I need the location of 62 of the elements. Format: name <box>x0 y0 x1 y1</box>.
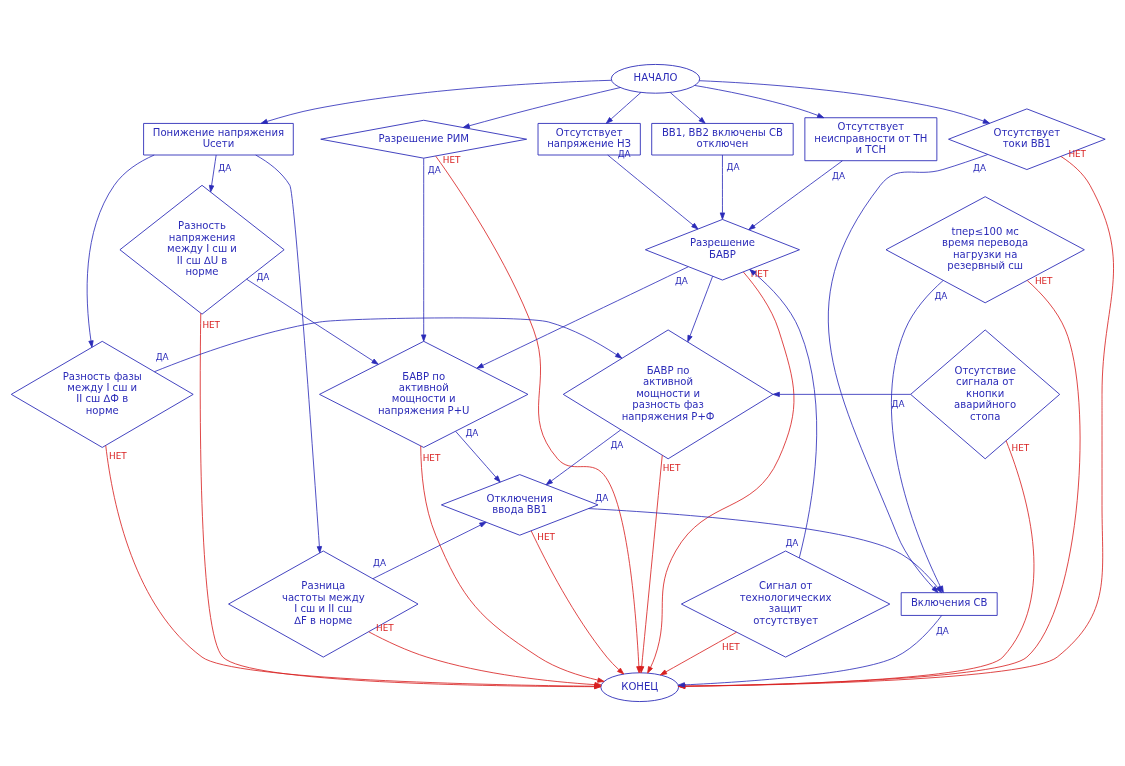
arrow <box>687 275 713 343</box>
edge-label: НЕТ <box>1011 443 1030 454</box>
arrow <box>639 454 663 674</box>
arrow <box>154 317 623 373</box>
edge-label: ДА <box>218 163 232 174</box>
arrow <box>678 280 1081 689</box>
edge-label: ДА <box>973 163 986 173</box>
edge-label: ДА <box>465 428 479 439</box>
arrow <box>545 429 622 486</box>
edge-label: НЕТ <box>1068 148 1087 159</box>
node-box: Понижение напряжения Uсети <box>143 123 294 156</box>
edge-label: ДА <box>427 165 441 176</box>
edge-label: ДА <box>785 537 799 548</box>
arrow <box>694 85 825 119</box>
node-box: ВВ1, ВВ2 включены СВ отключен <box>651 123 794 156</box>
edge-label: ДА <box>891 399 905 410</box>
edge-label: ДА <box>155 351 169 362</box>
arrow <box>462 87 621 129</box>
arrow <box>698 80 990 124</box>
edge-label: НЕТ <box>422 452 441 463</box>
arrow <box>530 530 625 675</box>
edge-label: НЕТ <box>750 269 769 280</box>
edge-label: ДА <box>832 171 846 182</box>
node-box: Отсутствует неисправности от ТН и ТСН <box>804 117 938 162</box>
arrow <box>659 631 738 676</box>
arrow <box>719 154 726 220</box>
arrow <box>246 278 379 365</box>
arrow <box>669 92 706 124</box>
node-box: Включения СВ <box>900 592 998 616</box>
edge-label: ДА <box>726 161 740 172</box>
arrow <box>647 271 795 674</box>
arrow <box>605 92 642 124</box>
arrow <box>260 79 612 124</box>
arrow <box>607 154 699 230</box>
arrow <box>678 156 1114 689</box>
edge-label: НЕТ <box>202 320 220 331</box>
arrow <box>678 440 1035 689</box>
edge-label: НЕТ <box>662 463 681 474</box>
edge-label: ДА <box>935 626 949 637</box>
edge-label: НЕТ <box>1034 275 1053 286</box>
edge-label: НЕТ <box>376 622 394 633</box>
arrow <box>748 160 843 231</box>
arrow <box>677 615 943 688</box>
edge-label: ДА <box>256 271 270 282</box>
edge-label: НЕТ <box>722 641 740 652</box>
arrow <box>86 154 155 348</box>
edge-label: ДА <box>934 291 948 302</box>
node-ellipse: КОНЕЦ <box>600 672 679 702</box>
arrow <box>420 445 605 683</box>
edge-label: ДА <box>372 557 386 568</box>
arrow <box>455 430 501 483</box>
node-ellipse: НАЧАЛО <box>610 64 701 94</box>
edge-label: ДА <box>610 440 624 451</box>
edge-label: НЕТ <box>109 450 127 461</box>
arrow <box>476 266 689 369</box>
arrow <box>749 269 818 559</box>
arrow <box>421 157 427 342</box>
arrow <box>208 154 217 193</box>
arrow <box>255 154 322 554</box>
arrow <box>772 391 911 397</box>
arrow <box>372 521 487 580</box>
arrow <box>435 155 642 674</box>
